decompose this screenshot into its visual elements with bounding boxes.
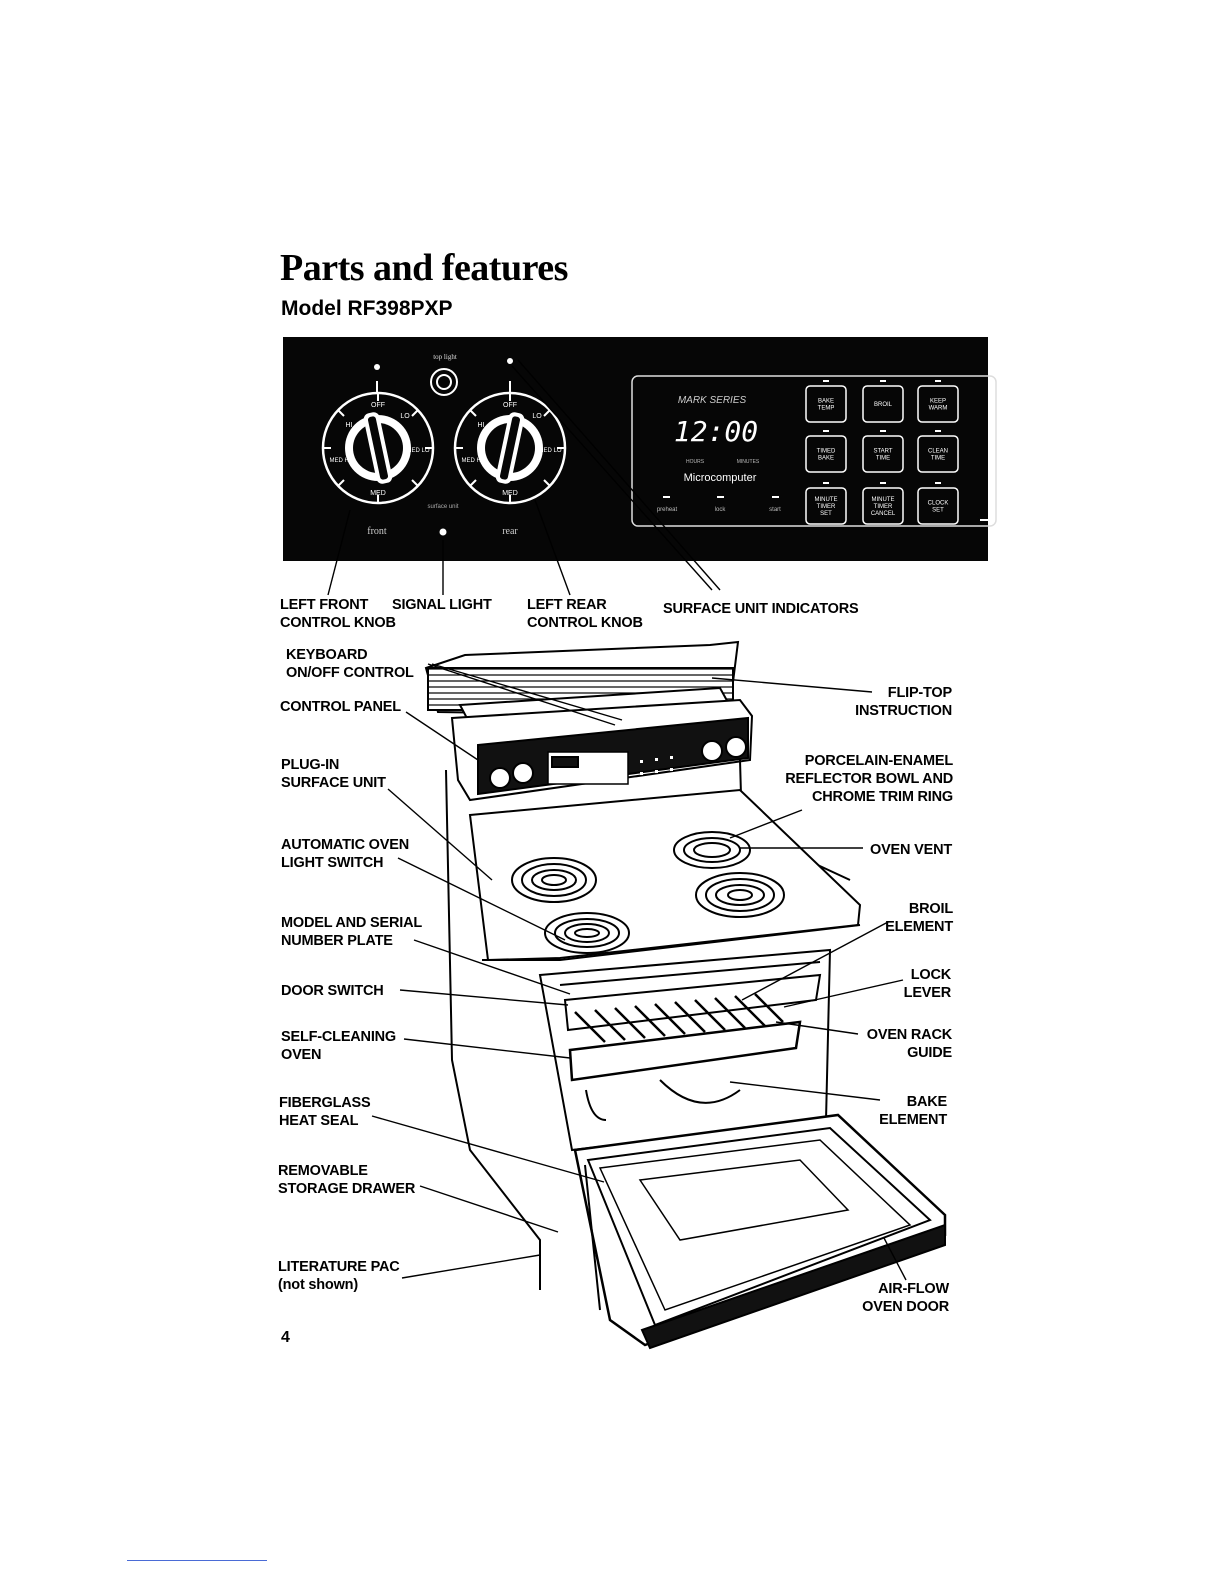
rear-knob-mark-off: OFF bbox=[503, 402, 517, 409]
label-lock-lever: LOCK LEVER bbox=[903, 967, 952, 1001]
oven-rack bbox=[568, 993, 802, 1082]
label-removable-storage-drawer: REMOVABLE STORAGE DRAWER bbox=[278, 1163, 416, 1197]
minutes-text: MINUTES bbox=[737, 459, 760, 465]
label-flip-top-instruction: FLIP-TOP INSTRUCTION bbox=[855, 685, 952, 719]
signal-light bbox=[439, 528, 447, 536]
label-control-panel: CONTROL PANEL bbox=[280, 699, 401, 715]
knob-mark-off: OFF bbox=[371, 402, 385, 409]
label-literature-pac: LITERATURE PAC (not shown) bbox=[278, 1259, 400, 1293]
series-text: MARK SERIES bbox=[678, 395, 747, 406]
rear-knob-mark-med-hi: MED HI bbox=[462, 458, 483, 464]
preheat-indicator-text: preheat bbox=[657, 507, 678, 513]
range-illustration bbox=[424, 640, 947, 1350]
label-signal-light: SIGNAL LIGHT bbox=[392, 597, 492, 613]
rear-knob-mark-med-lo: MED LO bbox=[538, 448, 561, 454]
start-indicator-text: start bbox=[769, 507, 781, 513]
label-plug-in-surface-unit: PLUG-IN SURFACE UNIT bbox=[281, 757, 386, 791]
left-rear-control-knob: OFF LO MED LO MED MED HI HI bbox=[453, 391, 567, 505]
rear-knob-mark-lo: LO bbox=[532, 413, 542, 420]
surface-unit-indicator-front bbox=[374, 364, 380, 370]
label-oven-rack-guide: OVEN RACK GUIDE bbox=[866, 1027, 952, 1061]
label-reflector-bowl: PORCELAIN-ENAMEL REFLECTOR BOWL AND CHRO… bbox=[785, 753, 953, 805]
hours-text: HOURS bbox=[686, 459, 705, 465]
surface-unit-indicator-rear bbox=[507, 358, 513, 364]
leader-lines bbox=[327, 359, 907, 1281]
key-label: BROIL bbox=[874, 402, 893, 408]
rear-knob-mark-med: MED bbox=[502, 490, 518, 497]
label-fiberglass-heat-seal: FIBERGLASS HEAT SEAL bbox=[279, 1095, 371, 1129]
surface-units bbox=[511, 831, 785, 954]
top-light-text: top light bbox=[433, 353, 457, 361]
rear-knob-mark-hi: HI bbox=[478, 422, 485, 429]
key-broil[interactable]: BROIL bbox=[862, 380, 904, 423]
front-text: front bbox=[367, 526, 387, 537]
page-number: 4 bbox=[281, 1329, 290, 1346]
lock-indicator-text: lock bbox=[715, 507, 727, 513]
footer-rule bbox=[127, 1560, 267, 1561]
label-oven-vent: OVEN VENT bbox=[870, 842, 952, 858]
top-light-button bbox=[430, 368, 458, 396]
label-air-flow-oven-door: AIR-FLOW OVEN DOOR bbox=[862, 1281, 949, 1315]
model-subtitle: Model RF398PXP bbox=[281, 297, 453, 320]
knob-mark-hi: HI bbox=[346, 422, 353, 429]
label-surface-unit-indicators: SURFACE UNIT INDICATORS bbox=[663, 601, 859, 617]
knob-mark-lo: LO bbox=[400, 413, 410, 420]
signal-text: surface unit bbox=[427, 504, 458, 510]
microcomputer-text: Microcomputer bbox=[684, 472, 757, 484]
label-self-cleaning-oven: SELF-CLEANING OVEN bbox=[281, 1029, 397, 1063]
knob-mark-med-lo: MED LO bbox=[406, 448, 429, 454]
label-door-switch: DOOR SWITCH bbox=[281, 983, 384, 999]
label-left-front-control-knob: LEFT FRONT CONTROL KNOB bbox=[280, 597, 396, 631]
label-broil-element: BROIL ELEMENT bbox=[885, 901, 953, 935]
knob-mark-med-hi: MED HI bbox=[330, 458, 351, 464]
label-left-rear-control-knob: LEFT REAR CONTROL KNOB bbox=[527, 597, 643, 631]
rear-text: rear bbox=[502, 526, 518, 537]
knob-mark-med: MED bbox=[370, 490, 386, 497]
label-bake-element: BAKE ELEMENT bbox=[879, 1094, 947, 1128]
clock-display: 12:00 bbox=[674, 415, 758, 448]
label-automatic-oven-light-switch: AUTOMATIC OVEN LIGHT SWITCH bbox=[281, 837, 409, 871]
page-title: Parts and features bbox=[280, 247, 568, 289]
label-model-serial-plate: MODEL AND SERIAL NUMBER PLATE bbox=[281, 915, 422, 949]
left-front-control-knob: OFF LO MED LO MED MED HI HI bbox=[321, 391, 435, 505]
label-keyboard-onoff-control: KEYBOARD ON/OFF CONTROL bbox=[286, 647, 414, 681]
control-panel-closeup: top light OFF LO MED LO MED MED HI HI bbox=[283, 337, 997, 561]
